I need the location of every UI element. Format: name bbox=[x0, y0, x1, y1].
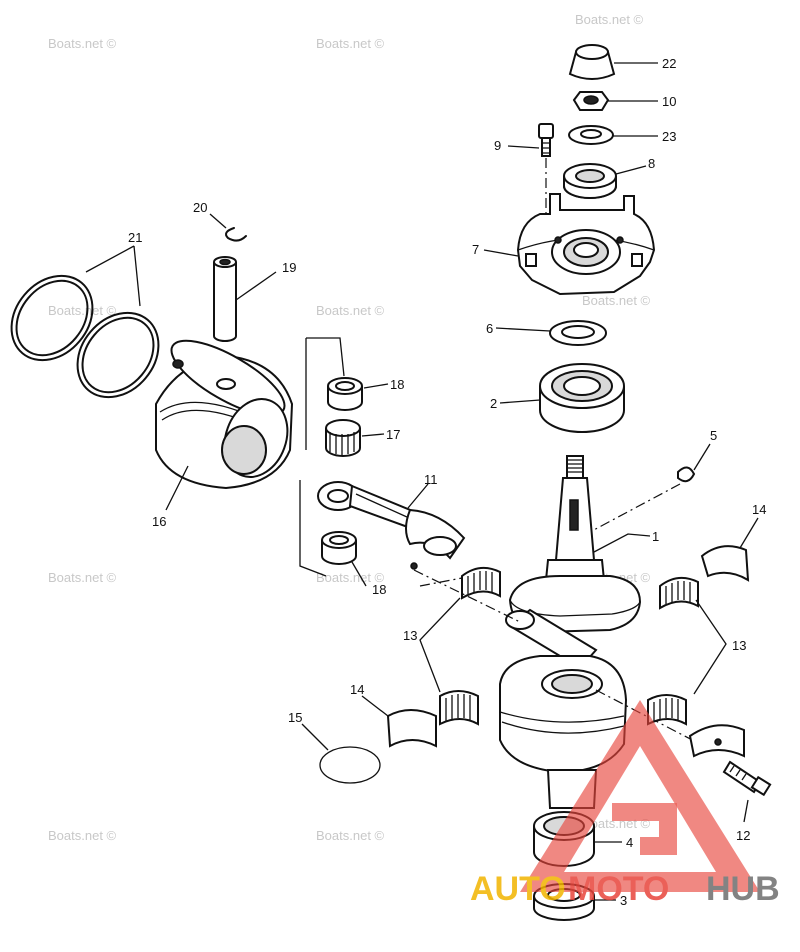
logo-text-hub: HUB bbox=[706, 870, 780, 908]
callout-18-lower: 18 bbox=[372, 582, 386, 597]
part-11-connecting-rod bbox=[317, 481, 521, 623]
watermark-text: Boats.net © bbox=[48, 36, 117, 51]
part-15-plate bbox=[301, 723, 381, 784]
logo-text-auto: AUTO bbox=[470, 870, 566, 908]
part-14-race-lower bbox=[361, 695, 437, 748]
callout-11: 11 bbox=[424, 472, 438, 487]
watermark-text: Boats.net © bbox=[575, 12, 644, 27]
automotohub-logo: AUTO MOTO HUB bbox=[470, 700, 780, 908]
callout-14-upper: 14 bbox=[752, 502, 766, 517]
part-20-clip bbox=[209, 213, 247, 242]
part-16-piston bbox=[155, 339, 294, 511]
callout-16: 16 bbox=[152, 514, 166, 529]
callout-5: 5 bbox=[710, 428, 717, 443]
part-13-needle-bearings bbox=[419, 566, 727, 726]
callout-6: 6 bbox=[486, 321, 493, 336]
callout-labels: 22 10 23 9 8 7 6 2 5 1 14 14 13 13 12 4 … bbox=[128, 56, 766, 908]
callout-13-right: 13 bbox=[732, 638, 746, 653]
callout-3: 3 bbox=[620, 893, 627, 908]
part-5-key bbox=[589, 443, 711, 533]
part-19-wrist-pin bbox=[213, 256, 277, 342]
callout-4: 4 bbox=[626, 835, 633, 850]
part-22-cap bbox=[568, 44, 658, 80]
callout-10: 10 bbox=[662, 94, 676, 109]
part-1-crankshaft bbox=[499, 455, 701, 809]
logo-triangle-mark bbox=[520, 700, 760, 892]
part-10-nut bbox=[572, 91, 658, 111]
watermark-text: Boats.net © bbox=[582, 293, 651, 308]
watermark-text: Boats.net © bbox=[48, 303, 117, 318]
callout-8: 8 bbox=[648, 156, 655, 171]
part-18-upper-washer bbox=[327, 377, 389, 411]
part-18-lower-washer bbox=[321, 531, 367, 587]
callout-1: 1 bbox=[652, 529, 659, 544]
callout-19: 19 bbox=[282, 260, 296, 275]
callout-13-left: 13 bbox=[403, 628, 417, 643]
callout-17: 17 bbox=[386, 427, 400, 442]
watermark-text: Boats.net © bbox=[316, 36, 385, 51]
watermark-text: Boats.net © bbox=[316, 570, 385, 585]
part-17-needle-bearing bbox=[325, 419, 385, 457]
logo-text-moto: MOTO bbox=[568, 870, 669, 908]
part-23-washer bbox=[568, 125, 658, 145]
watermark-text: Boats.net © bbox=[316, 828, 385, 843]
callout-2: 2 bbox=[490, 396, 497, 411]
part-8-seal bbox=[563, 163, 647, 199]
callout-15: 15 bbox=[288, 710, 302, 725]
callout-12: 12 bbox=[736, 828, 750, 843]
callout-14-lower: 14 bbox=[350, 682, 364, 697]
part-2-bearing bbox=[499, 363, 625, 433]
callout-21: 21 bbox=[128, 230, 142, 245]
callout-23: 23 bbox=[662, 129, 676, 144]
watermark-text: Boats.net © bbox=[316, 303, 385, 318]
assembly-bracket-lines bbox=[299, 337, 345, 577]
watermark-text: Boats.net © bbox=[48, 570, 117, 585]
watermark-text: Boats.net © bbox=[48, 828, 117, 843]
part-7-cover bbox=[483, 193, 656, 296]
callout-9: 9 bbox=[494, 138, 501, 153]
callout-22: 22 bbox=[662, 56, 676, 71]
part-21-piston-rings bbox=[10, 245, 160, 399]
callout-7: 7 bbox=[472, 242, 479, 257]
callout-18-upper: 18 bbox=[390, 377, 404, 392]
part-6-washer bbox=[495, 320, 607, 346]
callout-20: 20 bbox=[193, 200, 207, 215]
part-12-bolt bbox=[688, 724, 772, 823]
part-14-race-upper bbox=[700, 517, 759, 582]
